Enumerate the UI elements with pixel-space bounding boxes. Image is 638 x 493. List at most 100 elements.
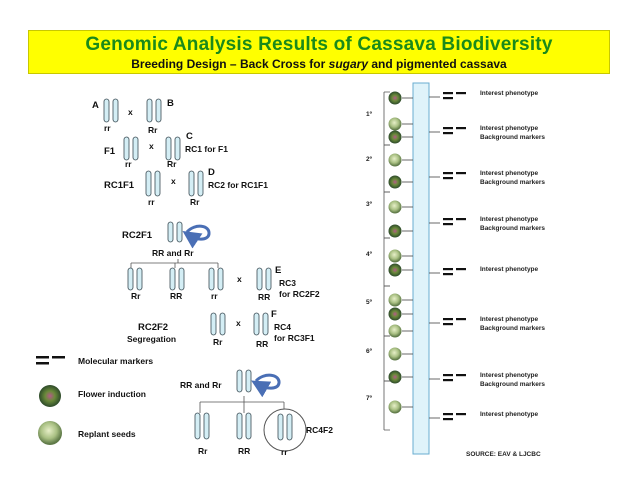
flower-induction-icon [388, 91, 402, 105]
interest-phenotype-label: Interest phenotype [480, 411, 539, 418]
year-bracket [383, 144, 390, 193]
molecular-marker-icon [443, 127, 466, 135]
genotype-seg2-c: rr [281, 447, 288, 457]
label-rc1f1: RC1F1 [104, 180, 135, 191]
flower-induction-icon [388, 370, 402, 384]
label-rc4-line2: for RC3F1 [274, 333, 315, 343]
molecular-marker-icon [443, 172, 466, 180]
subtitle-suffix: and pigmented cassava [368, 57, 507, 71]
chromosome-pair-rc1f1 [145, 170, 161, 197]
genotype-rc2f2: Rr [213, 337, 223, 347]
chromosome-pair-d [188, 170, 204, 197]
segregation-bracket-2 [199, 396, 285, 413]
flower-induction-icon [388, 175, 402, 189]
genotype-a: rr [104, 123, 111, 133]
cross-symbol-5: x [236, 318, 241, 328]
label-segregation: Segregation [127, 334, 176, 344]
interest-phenotype-label: Interest phenotype [480, 266, 539, 273]
subtitle-prefix: Breeding Design – Back Cross for [131, 57, 329, 71]
label-rc4f2: RC4F2 [306, 425, 333, 435]
year-label: 6º [366, 348, 373, 355]
background-markers-label: Background markers [480, 381, 545, 388]
year-bracket [383, 335, 390, 382]
label-rc3-line2: for RC2F2 [279, 289, 320, 299]
genotype-e: RR [258, 292, 270, 302]
chromosome-pair-seg1-rr-rec [208, 267, 224, 291]
label-f: F [271, 309, 277, 320]
chromosome-pair-rc2f2 [210, 312, 226, 336]
legend-markers-label: Molecular markers [78, 356, 153, 366]
label-rc2: RC2 for RC1F1 [208, 180, 268, 190]
genotype-seg1-a: Rr [131, 291, 141, 301]
replant-seeds-icon [388, 400, 402, 414]
cross-symbol-4: x [237, 274, 242, 284]
year-label: 3º [366, 201, 373, 208]
replant-seeds-icon [388, 153, 402, 167]
interest-phenotype-label: Interest phenotype [480, 372, 539, 379]
background-markers-label: Background markers [480, 179, 545, 186]
chromosome-pair-rc3f1 [236, 369, 252, 393]
legend-seeds-label: Replant seeds [78, 429, 136, 439]
legend-markers-icon [36, 356, 65, 365]
genotype-seg2-a: Rr [198, 446, 208, 456]
year-label: 7º [366, 395, 373, 402]
molecular-marker-icon [443, 218, 466, 226]
subtitle-emphasis: sugary [328, 57, 368, 71]
interest-phenotype-label: Interest phenotype [480, 90, 539, 97]
chromosome-pair-seg2-rr-het [194, 412, 210, 440]
chromosome-pair-b [146, 98, 162, 123]
chromosome-pair-f [253, 312, 269, 336]
label-rc4-line1: RC4 [274, 322, 291, 332]
source-note: SOURCE: EAV & LJCBC [466, 451, 541, 458]
molecular-marker-icon [443, 413, 466, 421]
genotype-d: Rr [190, 197, 200, 207]
interest-phenotype-label: Interest phenotype [480, 316, 539, 323]
chromosome-pair-seg1-rr-het [127, 267, 143, 291]
label-b: B [167, 98, 174, 109]
genotype-c: Rr [167, 159, 177, 169]
flower-induction-icon [388, 130, 402, 144]
replant-seeds-icon [388, 324, 402, 338]
genotype-seg2-b: RR [238, 446, 250, 456]
chromosome-pair-seg2-rr-rec [277, 413, 293, 441]
interest-phenotype-label: Interest phenotype [480, 170, 539, 177]
label-rc2f2: RC2F2 [138, 322, 168, 333]
interest-phenotype-label: Interest phenotype [480, 125, 539, 132]
cross-symbol-2: x [149, 141, 154, 151]
background-markers-label: Background markers [480, 134, 545, 141]
label-f1: F1 [104, 146, 116, 157]
chromosome-pair-seg2-rr-dom [236, 412, 252, 440]
label-a: A [92, 100, 99, 111]
chromosome-pair-seg1-rr-dom [169, 267, 185, 291]
genotype-seg1-b: RR [170, 291, 182, 301]
genotype-rc1f1: rr [148, 197, 155, 207]
year-label: 5º [366, 299, 373, 306]
segregation-bracket-1 [130, 259, 219, 268]
label-rr-and-rr-2: RR and Rr [180, 380, 222, 390]
replant-seeds-icon [388, 249, 402, 263]
replant-seeds-icon [388, 347, 402, 361]
cross-symbol-1: x [128, 107, 133, 117]
replant-seeds-icon [38, 421, 62, 445]
molecular-marker-icon [443, 318, 466, 326]
title-banner: Genomic Analysis Results of Cassava Biod… [28, 30, 610, 74]
year-label: 1º [366, 111, 373, 118]
flower-induction-icon [39, 385, 61, 407]
self-cross-arrow-2 [251, 373, 281, 398]
label-rc3-line1: RC3 [279, 278, 296, 288]
label-rr-and-rr-1: RR and Rr [152, 248, 194, 258]
interest-phenotype-label: Interest phenotype [480, 216, 539, 223]
self-cross-arrow-1 [182, 224, 211, 249]
replant-seeds-icon [388, 293, 402, 307]
chromosome-pair-c [165, 136, 181, 161]
chromosome-pair-rc2f1 [167, 221, 183, 243]
page-subtitle: Breeding Design – Back Cross for sugary … [29, 57, 609, 71]
genotype-b: Rr [148, 125, 158, 135]
flower-induction-icon [388, 263, 402, 277]
molecular-marker-icon [443, 92, 466, 100]
year-label: 4º [366, 251, 373, 258]
cross-symbol-3: x [171, 176, 176, 186]
label-d: D [208, 167, 215, 178]
